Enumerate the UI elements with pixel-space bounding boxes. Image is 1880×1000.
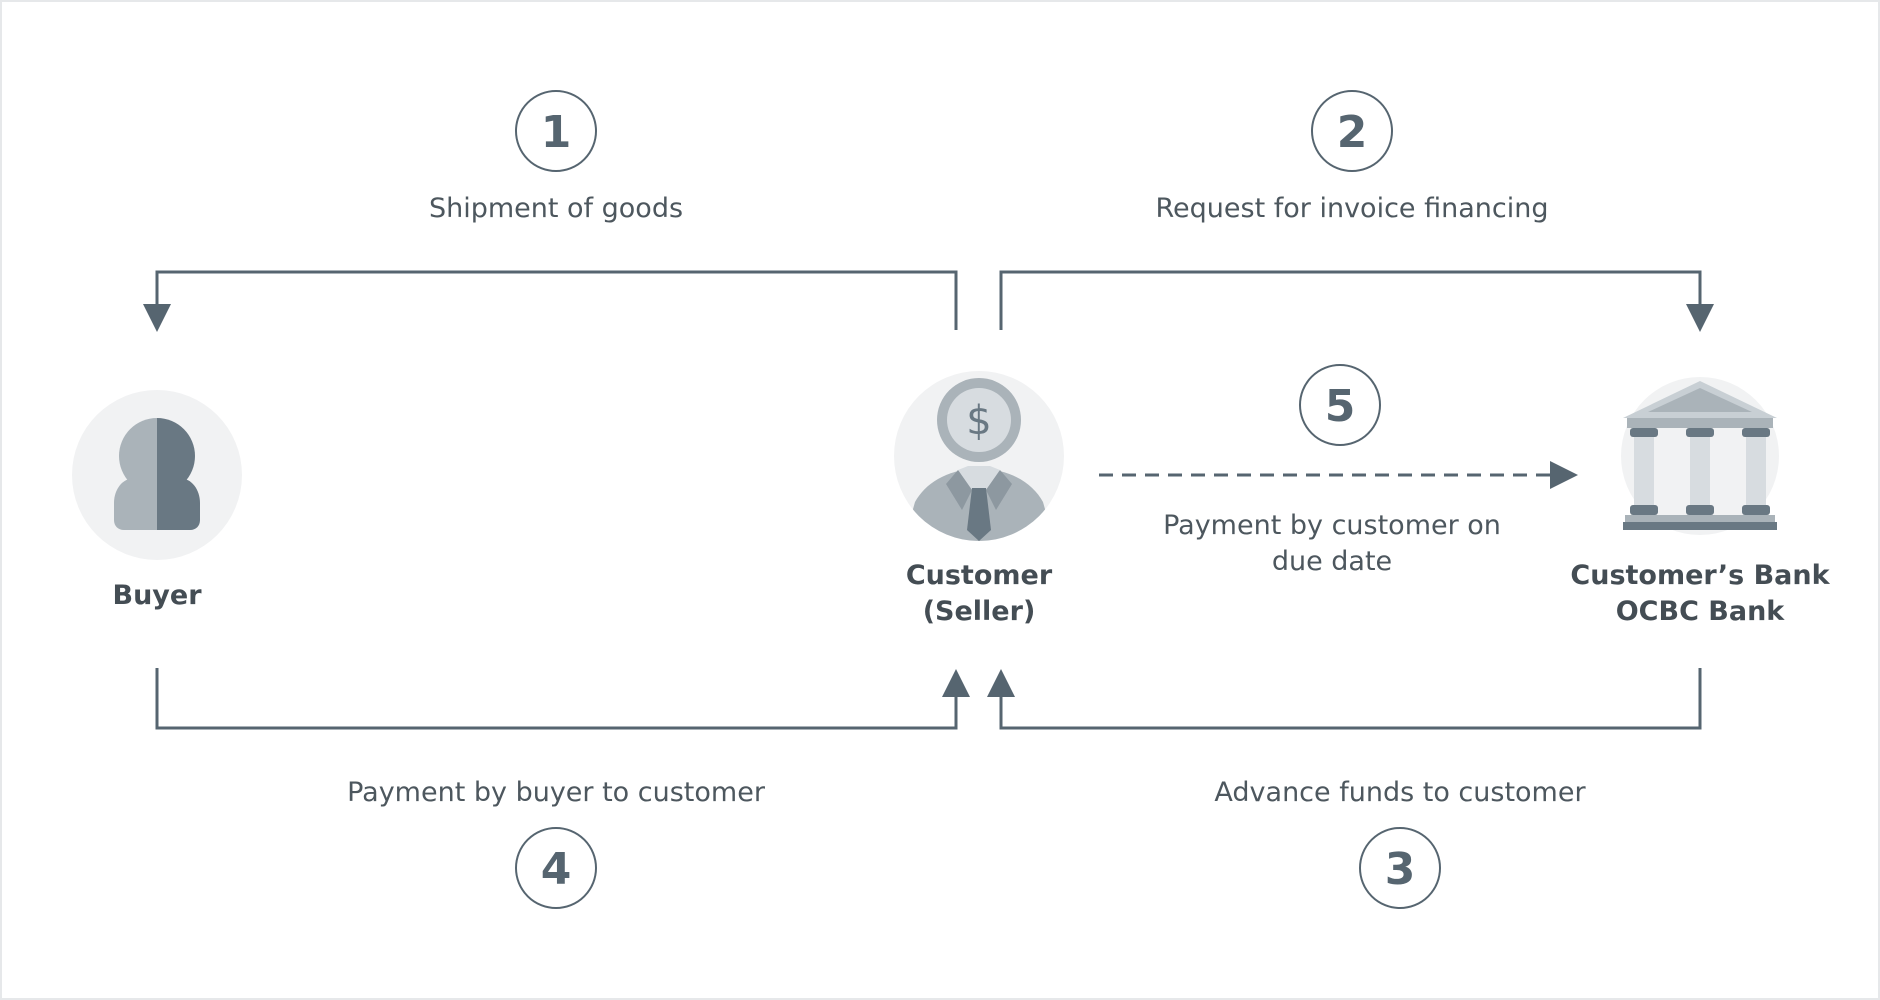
step-3-badge: 3 (1359, 827, 1441, 909)
customer-label-line2: (Seller) (923, 596, 1036, 627)
arrowhead-up-customer-left (942, 669, 970, 697)
step-2-circle (1311, 90, 1393, 172)
flow-step-2 (999, 270, 1714, 332)
bank-label-line1: Customer’s Bank (1570, 560, 1830, 591)
step-3-label: Advance funds to customer (1214, 777, 1586, 808)
flow-line-4 (155, 668, 958, 730)
step-1-badge: 1 (515, 90, 597, 172)
step-4-badge: 4 (515, 827, 597, 909)
step-1-number: 1 (541, 107, 572, 158)
step-2-label: Request for invoice financing (1156, 193, 1549, 224)
arrowhead-down-bank (1686, 304, 1714, 332)
step-3-circle (1359, 827, 1441, 909)
businessman-dollar-icon: $ (894, 371, 1064, 541)
flow-line-1 (155, 270, 958, 330)
step-5-label-line2: due date (1272, 546, 1392, 577)
arrowhead-right-bank (1550, 461, 1578, 489)
flow-step-3 (987, 668, 1702, 730)
arrowhead-down-buyer (143, 304, 171, 332)
buyer-label: Buyer (112, 580, 202, 611)
customer-label-line1: Customer (906, 560, 1053, 591)
buyer-node: Buyer (72, 390, 242, 611)
step-4-circle (515, 827, 597, 909)
step-2-badge: 2 (1311, 90, 1393, 172)
bank-node: Customer’s Bank OCBC Bank (1570, 377, 1831, 627)
bank-label-line2: OCBC Bank (1616, 596, 1786, 627)
step-5-number: 5 (1325, 381, 1356, 432)
step-1-label: Shipment of goods (429, 193, 683, 224)
customer-node: $ Customer (Seller) (894, 371, 1064, 627)
step-5-badge: 5 (1299, 364, 1381, 446)
step-1-circle (515, 90, 597, 172)
step-4-label: Payment by buyer to customer (347, 777, 766, 808)
step-5-circle (1299, 364, 1381, 446)
step-5-label-line1: Payment by customer on (1163, 510, 1501, 541)
step-3-number: 3 (1385, 844, 1416, 895)
arrowhead-up-customer-right (987, 669, 1015, 697)
svg-text:$: $ (966, 398, 991, 444)
flow-step-4 (155, 668, 970, 730)
flow-step-1 (143, 270, 958, 332)
flow-line-2 (999, 270, 1702, 330)
flow-line-3 (999, 668, 1702, 730)
person-icon (72, 390, 242, 560)
bank-building-icon (1621, 377, 1779, 535)
step-2-number: 2 (1337, 107, 1368, 158)
step-4-number: 4 (541, 844, 572, 895)
flow-step-5 (1099, 461, 1578, 489)
